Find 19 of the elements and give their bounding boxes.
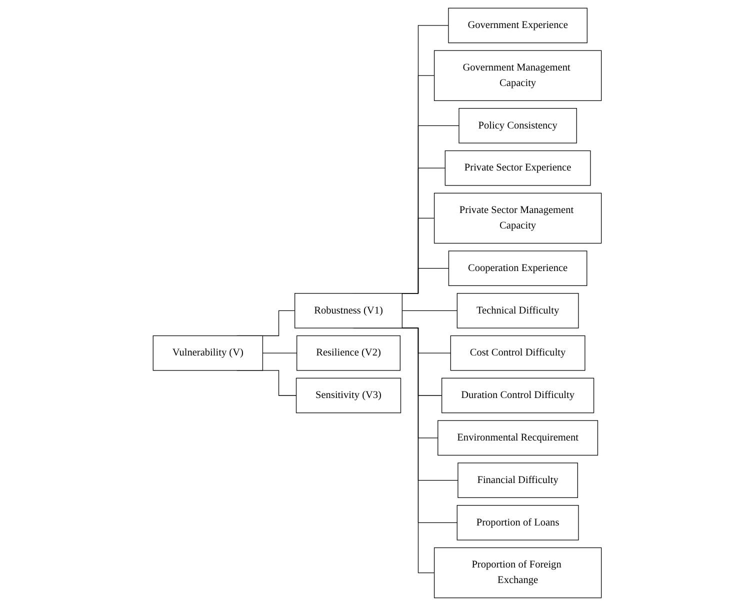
node-box: Vulnerability (V) xyxy=(153,335,264,371)
node-box: Technical Difficulty xyxy=(457,293,580,328)
node-box: Proportion of Loans xyxy=(457,505,580,540)
node-box: Government Experience xyxy=(448,8,588,44)
connector xyxy=(262,352,298,354)
node-box: Resilience (V2) xyxy=(296,335,401,371)
node-box: Sensitivity (V3) xyxy=(296,378,402,414)
node-box: Cost Control Difficulty xyxy=(450,335,586,371)
node-box: Policy Consistency xyxy=(458,108,578,144)
node-box: Robustness (V1) xyxy=(294,293,403,328)
node-box: Environmental Recquirement xyxy=(438,420,598,456)
node-box: Duration Control Difficulty xyxy=(442,378,594,414)
node-box: Proportion of Foreign Exchange xyxy=(434,547,602,598)
node-box: Financial Difficulty xyxy=(458,462,578,498)
node-box: Private Sector Experience xyxy=(445,150,592,186)
node-box: Cooperation Experience xyxy=(448,250,588,286)
connector xyxy=(402,310,458,312)
node-box: Private Sector Management Capacity xyxy=(434,192,602,244)
node-box: Government Management Capacity xyxy=(434,50,602,101)
